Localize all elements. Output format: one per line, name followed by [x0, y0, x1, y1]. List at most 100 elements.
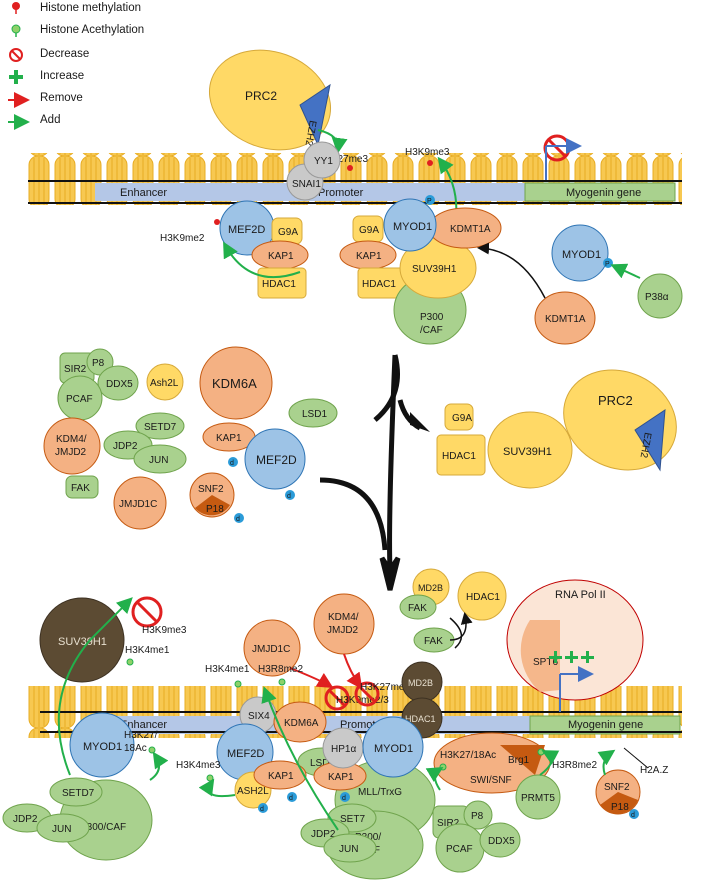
kdm4-label-1: KDM4/ — [56, 434, 87, 445]
six4-label: SIX4 — [248, 711, 270, 722]
ddx5-bottom-label: DDX5 — [488, 836, 515, 847]
svg-text:P: P — [605, 261, 610, 268]
kdmt1a-free-label: KDMT1A — [545, 314, 586, 325]
jun-label: JUN — [149, 455, 168, 466]
kap1-a-label: KAP1 — [268, 771, 294, 782]
prc2-label: PRC2 — [245, 89, 277, 103]
red-pin-icon — [12, 2, 20, 10]
svg-text:d: d — [342, 795, 346, 802]
caf-label: /CAF — [420, 325, 443, 336]
middle-panel: SIR2 P8 DDX5 PCAF Ash2L KDM6A LSD1 KDM4/… — [43, 346, 677, 591]
promoter-label: Promoter — [318, 187, 364, 199]
green-plus-icon — [9, 70, 23, 84]
p300caf-a-label: P300/CAF — [80, 822, 126, 833]
hdac1-label: HDAC1 — [442, 451, 476, 462]
h3k27ac-label: H3K27/18Ac — [440, 750, 496, 761]
ash2l-label: Ash2L — [150, 378, 179, 389]
hp1a-label: HP1α — [331, 744, 356, 755]
p18-bottom-label: P18 — [611, 802, 629, 813]
jmjd1c-label: JMJD1C — [119, 499, 157, 510]
h3r8me2-b-label: H3R8me2 — [552, 760, 597, 771]
legend-increase: Increase — [40, 70, 85, 82]
svg-text:d: d — [289, 795, 293, 802]
spt6-label: SPT6 — [533, 657, 558, 668]
prc2-label-mid: PRC2 — [598, 393, 633, 408]
svg-text:d: d — [260, 806, 264, 813]
kap1-1-label: KAP1 — [268, 251, 294, 262]
h3k27me3-label: H3K27me3 — [318, 154, 368, 165]
hdac1-1-label: HDAC1 — [262, 279, 296, 290]
setd7-bottom-label: SETD7 — [62, 788, 95, 799]
fak-label: FAK — [71, 483, 90, 494]
setd7-label: SETD7 — [144, 422, 177, 433]
enhancer-label: Enhancer — [120, 187, 167, 199]
red-prohibit-icon — [9, 48, 23, 62]
brg1-label: Brg1 — [508, 755, 530, 766]
p38-label: P38α — [645, 292, 669, 303]
set7-label: SET7 — [340, 814, 365, 825]
svg-text:d: d — [287, 493, 291, 500]
swisnf-label: SWI/SNF — [470, 775, 512, 786]
snai1-label: SNAI1 — [292, 179, 321, 190]
g9a-label: G9A — [452, 413, 472, 424]
snf2-bottom-label: SNF2 — [604, 782, 630, 793]
md2b-dark-label: MD2B — [408, 678, 433, 688]
ezh2-label-mid: EZH2 — [638, 431, 653, 459]
legend-histone-methylation: Histone methylation — [40, 2, 141, 14]
kap1-2-label: KAP1 — [356, 251, 382, 262]
jun-b-label: JUN — [339, 844, 358, 855]
snf2-label: SNF2 — [198, 484, 224, 495]
jun-a-label: JUN — [52, 824, 71, 835]
fak-1-label: FAK — [408, 603, 427, 614]
legend-add: Add — [40, 114, 61, 126]
h3k9me3-bottom-label: H3K9me3 — [142, 625, 187, 636]
h3k27me3-bottom-label: H3K27me3 — [360, 682, 410, 693]
h3k4me1-a-label: H3K4me1 — [125, 645, 170, 656]
myod1-b-label: MYOD1 — [374, 743, 413, 755]
mef2d-bottom-label: MEF2D — [227, 748, 264, 760]
mlltrxg-label: MLL/TrxG — [358, 787, 402, 798]
g9a-2-label: G9A — [359, 225, 379, 236]
p8-bottom-label: P8 — [471, 811, 484, 822]
h3k9me23-label: H3K9me2/3 — [336, 695, 389, 706]
top-panel: Enhancer Promoter Myogenin gene PRC2 EZH… — [28, 49, 683, 345]
h3k9me2-label: H3K9me2 — [160, 233, 205, 244]
hdac1-2-label: HDAC1 — [362, 279, 396, 290]
jmjd1c-bottom-label: JMJD1C — [252, 644, 290, 655]
myogenin-gene-label: Myogenin gene — [566, 187, 641, 199]
h3r8me2-a-label: H3R8me2 — [258, 664, 303, 675]
hdac1-bottom-label: HDAC1 — [466, 592, 500, 603]
svg-text:d: d — [230, 460, 234, 467]
increase-plus-icons — [549, 651, 594, 663]
enhancer-label-bottom: Enhancer — [120, 719, 167, 731]
jdp2-a-label: JDP2 — [13, 814, 38, 825]
kdm6a-label: KDM6A — [212, 376, 257, 391]
lsd1-label: LSD1 — [302, 409, 327, 420]
kdm4-label-2: JMJD2 — [55, 447, 87, 458]
myod1-free-label: MYOD1 — [562, 249, 601, 261]
sir2-bottom-label: SIR2 — [437, 818, 460, 829]
h3k27-label-1: H3K27/ — [124, 730, 158, 741]
h2az-label: H2A.Z — [640, 765, 668, 776]
h3k4me3-label: H3K4me3 — [176, 760, 221, 771]
h3k27-label-2: 18Ac — [124, 743, 147, 754]
pcaf-bottom-label: PCAF — [446, 844, 473, 855]
mef2d-label: MEF2D — [228, 224, 265, 236]
g9a-1-label: G9A — [278, 227, 298, 238]
legend-histone-acetylation: Histone Acethylation — [40, 24, 145, 36]
kdm4-bottom-label-1: KDM4/ — [328, 612, 359, 623]
kdm6a-bottom-label: KDM6A — [284, 718, 319, 729]
legend-remove: Remove — [40, 92, 83, 104]
legend-icons — [8, 2, 30, 130]
ezh2-label: EZH2 — [303, 119, 318, 147]
kap1-label: KAP1 — [216, 433, 242, 444]
suv39h1-label: SUV39H1 — [412, 264, 457, 275]
p300-label: P300 — [420, 312, 444, 323]
mef2d-label: MEF2D — [256, 453, 297, 467]
myod1-label: MYOD1 — [393, 221, 432, 233]
sir2-label: SIR2 — [64, 364, 87, 375]
legend-decrease: Decrease — [40, 48, 90, 60]
h3k9me3-label: H3K9me3 — [405, 147, 450, 158]
pcaf-label: PCAF — [66, 394, 93, 405]
p8-label: P8 — [92, 358, 105, 369]
